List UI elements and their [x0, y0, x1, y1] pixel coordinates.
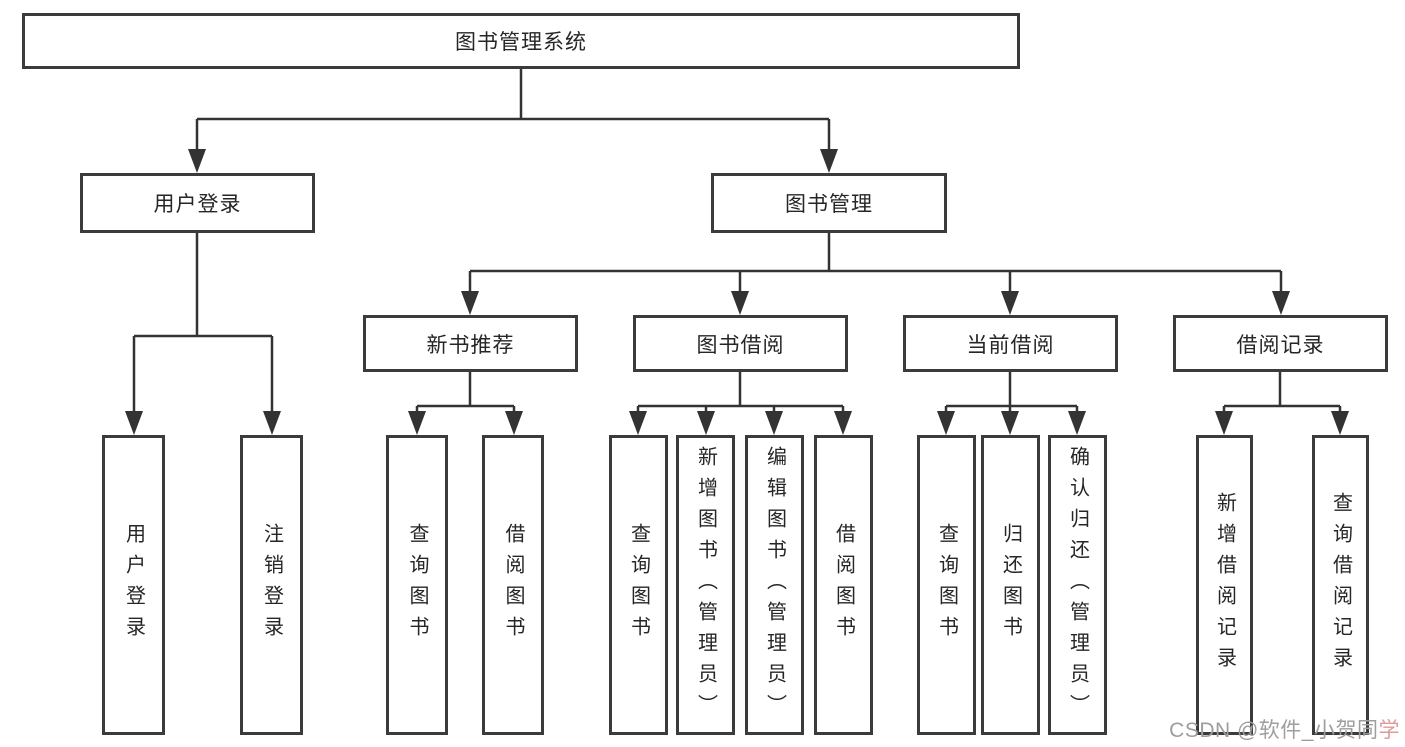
- watermark-text: CSDN @软件_小贺同: [1169, 719, 1379, 742]
- leaf-query-books-recommend: 查询图书: [386, 435, 448, 735]
- node-label: 图书管理系统: [455, 31, 587, 54]
- leaf-label: 借阅图书: [502, 523, 524, 647]
- leaf-label: 查询图书: [935, 523, 958, 647]
- node-borrowing-records: 借阅记录: [1173, 315, 1388, 372]
- leaf-edit-books-admin: 编辑图书（管理员）: [745, 435, 804, 735]
- node-library-management-system: 图书管理系统: [22, 13, 1020, 69]
- leaf-label: 查询图书: [406, 523, 428, 647]
- node-book-management: 图书管理: [711, 173, 947, 233]
- node-label: 当前借阅: [966, 333, 1055, 357]
- leaf-label: 确认归还（管理员）: [1066, 445, 1089, 725]
- node-new-book-recommendation: 新书推荐: [363, 315, 578, 372]
- leaf-label: 新增图书（管理员）: [694, 445, 717, 725]
- leaf-add-borrow-record: 新增借阅记录: [1196, 435, 1253, 735]
- leaf-query-books-borrow: 查询图书: [609, 435, 668, 735]
- leaf-query-books-current: 查询图书: [917, 435, 976, 735]
- node-label: 图书借阅: [696, 333, 785, 357]
- leaf-label: 借阅图书: [832, 523, 855, 647]
- connector-arrowheads: [125, 149, 1349, 435]
- leaf-label: 查询图书: [627, 523, 650, 647]
- leaf-borrow-books-recommend: 借阅图书: [482, 435, 544, 735]
- connector-lines: [132, 69, 1342, 412]
- leaf-label: 查询借阅记录: [1329, 492, 1352, 678]
- leaf-logout: 注销登录: [240, 435, 303, 735]
- node-label: 图书管理: [785, 193, 873, 216]
- leaf-borrow-books: 借阅图书: [814, 435, 873, 735]
- node-current-borrowing: 当前借阅: [903, 315, 1118, 372]
- node-label: 用户登录: [153, 193, 242, 216]
- leaf-label: 编辑图书（管理员）: [763, 445, 786, 725]
- leaf-add-books-admin: 新增图书（管理员）: [676, 435, 735, 735]
- node-label: 借阅记录: [1236, 333, 1325, 357]
- leaf-label: 用户登录: [122, 523, 145, 647]
- csdn-watermark: CSDN @软件_小贺同学: [1169, 714, 1400, 744]
- leaf-label: 新增借阅记录: [1213, 492, 1236, 678]
- node-user-login: 用户登录: [80, 173, 315, 233]
- leaf-return-books: 归还图书: [981, 435, 1040, 735]
- leaf-confirm-return-admin: 确认归还（管理员）: [1048, 435, 1107, 735]
- watermark-accent: 学: [1378, 719, 1400, 742]
- node-label: 新书推荐: [426, 333, 515, 357]
- node-book-borrowing: 图书借阅: [633, 315, 848, 372]
- leaf-query-borrow-record: 查询借阅记录: [1312, 435, 1369, 735]
- leaf-label: 注销登录: [260, 523, 283, 647]
- leaf-user-login: 用户登录: [102, 435, 165, 735]
- leaf-label: 归还图书: [999, 523, 1022, 647]
